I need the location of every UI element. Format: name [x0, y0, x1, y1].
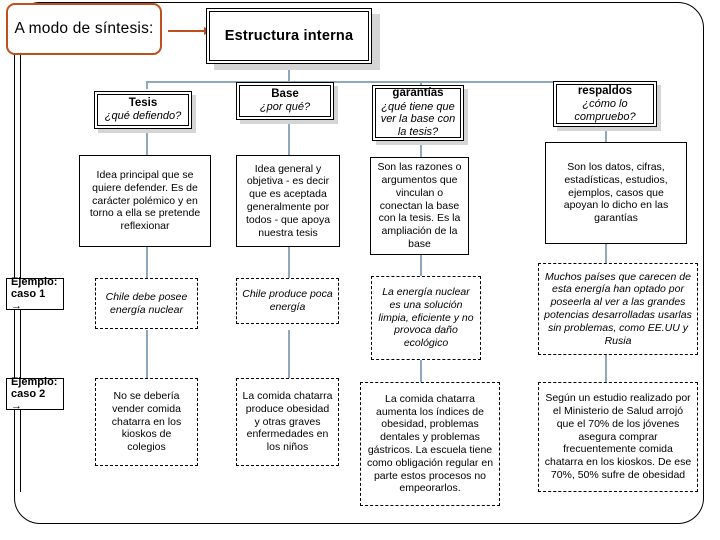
connector-c2-header-to-def — [288, 122, 290, 155]
callout-label: A modo de síntesis: — [14, 20, 154, 38]
definition-box-tesis: Idea principal que se quiere defender. E… — [79, 155, 211, 247]
header-question-col1: ¿qué defiendo? — [104, 110, 182, 123]
definition-box-base: Idea general y objetiva - es decir que e… — [236, 155, 340, 247]
example-box-c1-case1: Chile debe posee energía nuclear — [95, 278, 198, 329]
example-text-c1-case1: Chile debe posee energía nuclear — [105, 290, 188, 316]
main-title-box: Estructura interna — [206, 8, 372, 64]
row-label-caso-1-line2: caso 1 → — [11, 287, 46, 313]
connector-c3-header-to-def — [420, 145, 422, 157]
header-question-col2: ¿por qué? — [259, 101, 311, 114]
connector-c2-case1-to-case2 — [288, 330, 290, 378]
header-box-base: Base ¿por qué? — [236, 82, 334, 120]
example-box-c3-case1: La energía nuclear es una solución limpi… — [371, 276, 481, 360]
example-box-c3-case2: La comida chatarra aumenta los índices d… — [360, 382, 500, 506]
example-box-c2-case1: Chile produce poca energía — [236, 278, 339, 324]
example-box-c4-case2: Según un estudio realizado por el Minist… — [538, 382, 698, 492]
definition-text-col3: Son las razones o argumentos que vincula… — [377, 161, 462, 250]
example-box-c1-case2: No se debería vender comida chatarra en … — [95, 378, 198, 466]
connector-c4-def-to-case1 — [605, 243, 607, 263]
connector-left-rail — [20, 52, 22, 492]
header-box-respaldos: respaldos ¿cómo lo compruebo? — [553, 81, 657, 127]
connector-c4-case1-to-case2 — [605, 355, 607, 382]
definition-text-col2: Idea general y objetiva - es decir que e… — [245, 162, 331, 239]
header-title-col2: Base — [271, 88, 299, 101]
header-question-col3: ¿qué tiene que ver la base con la tesis? — [380, 100, 456, 138]
connector-c3-def-to-case1 — [420, 254, 422, 276]
connector-c1-def-to-case1 — [146, 246, 148, 278]
callout-a-modo-de-sintesis: A modo de síntesis: — [6, 3, 162, 55]
definition-text-col1: Idea principal que se quiere defender. E… — [89, 169, 201, 233]
connector-c1-header-to-def — [146, 131, 148, 155]
connector-c3-case1-to-case2 — [420, 360, 422, 382]
definition-box-garantias: Son las razones o argumentos que vincula… — [370, 157, 469, 255]
definition-box-respaldos: Son los datos, cifras, estadísticas, est… — [545, 142, 687, 244]
header-question-col4: ¿cómo lo compruebo? — [574, 97, 636, 123]
connector-drop-col1 — [146, 81, 148, 89]
row-label-caso-2-line2: caso 2 → — [11, 387, 46, 413]
main-title-label: Estructura interna — [224, 28, 354, 44]
definition-text-col4: Son los datos, cifras, estadísticas, est… — [563, 161, 669, 225]
example-text-c1-case2: No se debería vender comida chatarra en … — [111, 390, 182, 454]
row-label-caso-1-line1: Ejemplo: — [11, 275, 58, 288]
connector-title-stem — [288, 64, 290, 82]
example-text-c2-case1: Chile produce poca energía — [242, 288, 333, 313]
header-title-col3: garantías — [392, 87, 444, 100]
row-label-caso-2: Ejemplo: caso 2 → — [6, 375, 64, 413]
example-text-c3-case1: La energía nuclear es una solución limpi… — [378, 286, 474, 350]
row-label-caso-2-line1: Ejemplo: — [11, 375, 58, 388]
header-box-garantias: garantías ¿qué tiene que ver la base con… — [372, 85, 464, 141]
example-text-c4-case2: Según un estudio realizado por el Minist… — [544, 392, 692, 481]
header-title-col4: respaldos — [577, 84, 633, 97]
example-text-c4-case1: Muchos países que carecen de esta energí… — [544, 270, 692, 347]
example-text-c2-case2: La comida chatarra produce obesidad y ot… — [242, 390, 333, 454]
header-box-tesis: Tesis ¿qué defiendo? — [94, 91, 192, 129]
example-box-c2-case2: La comida chatarra produce obesidad y ot… — [236, 378, 339, 466]
connector-c2-def-to-case1 — [288, 246, 290, 278]
example-box-c4-case1: Muchos países que carecen de esta energí… — [538, 263, 698, 355]
example-text-c3-case2: La comida chatarra aumenta los índices d… — [366, 392, 494, 495]
connector-c4-header-to-def — [605, 126, 607, 142]
header-title-col1: Tesis — [128, 97, 158, 110]
row-label-caso-1: Ejemplo: caso 1 → — [6, 275, 64, 313]
connector-header-bus — [146, 81, 606, 83]
connector-c1-case1-to-case2 — [146, 330, 148, 378]
